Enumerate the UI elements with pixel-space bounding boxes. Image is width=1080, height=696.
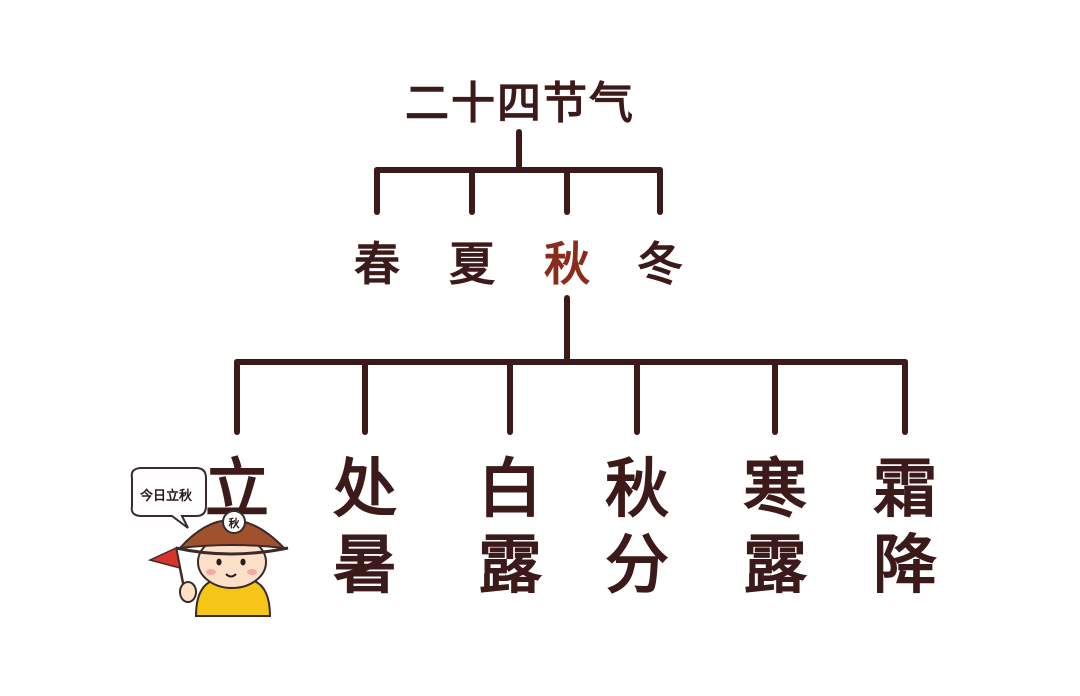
season-summer: 夏 — [449, 237, 495, 291]
season-autumn: 秋 — [544, 237, 590, 291]
term-line2: 暑 — [333, 529, 397, 603]
term-line2: 分 — [605, 529, 669, 603]
term-qiufen: 秋 分 — [592, 452, 682, 604]
season-spring: 春 — [354, 237, 400, 291]
term-line1: 白 — [478, 453, 542, 527]
season-winter: 冬 — [637, 237, 683, 291]
term-line1: 霜 — [873, 453, 937, 527]
term-line2: 降 — [873, 529, 937, 603]
term-bailu: 白 露 — [465, 452, 555, 604]
root-label: 二十四节气 — [405, 78, 635, 129]
speech-bubble — [130, 467, 207, 529]
straw-hat-icon — [175, 510, 289, 556]
term-line2: 露 — [743, 529, 807, 603]
term-line1: 处 — [333, 453, 397, 527]
term-chushu: 处 暑 — [320, 452, 410, 604]
hat-label: 秋 — [228, 517, 240, 530]
term-line1: 秋 — [605, 453, 669, 527]
term-line1: 寒 — [743, 453, 807, 527]
term-shuangjiang: 霜 降 — [860, 452, 950, 604]
term-line2: 露 — [478, 529, 542, 603]
speech-bubble-text: 今日立秋 — [139, 489, 192, 504]
mascot-head — [197, 535, 267, 589]
term-hanlu: 寒 露 — [730, 452, 820, 604]
